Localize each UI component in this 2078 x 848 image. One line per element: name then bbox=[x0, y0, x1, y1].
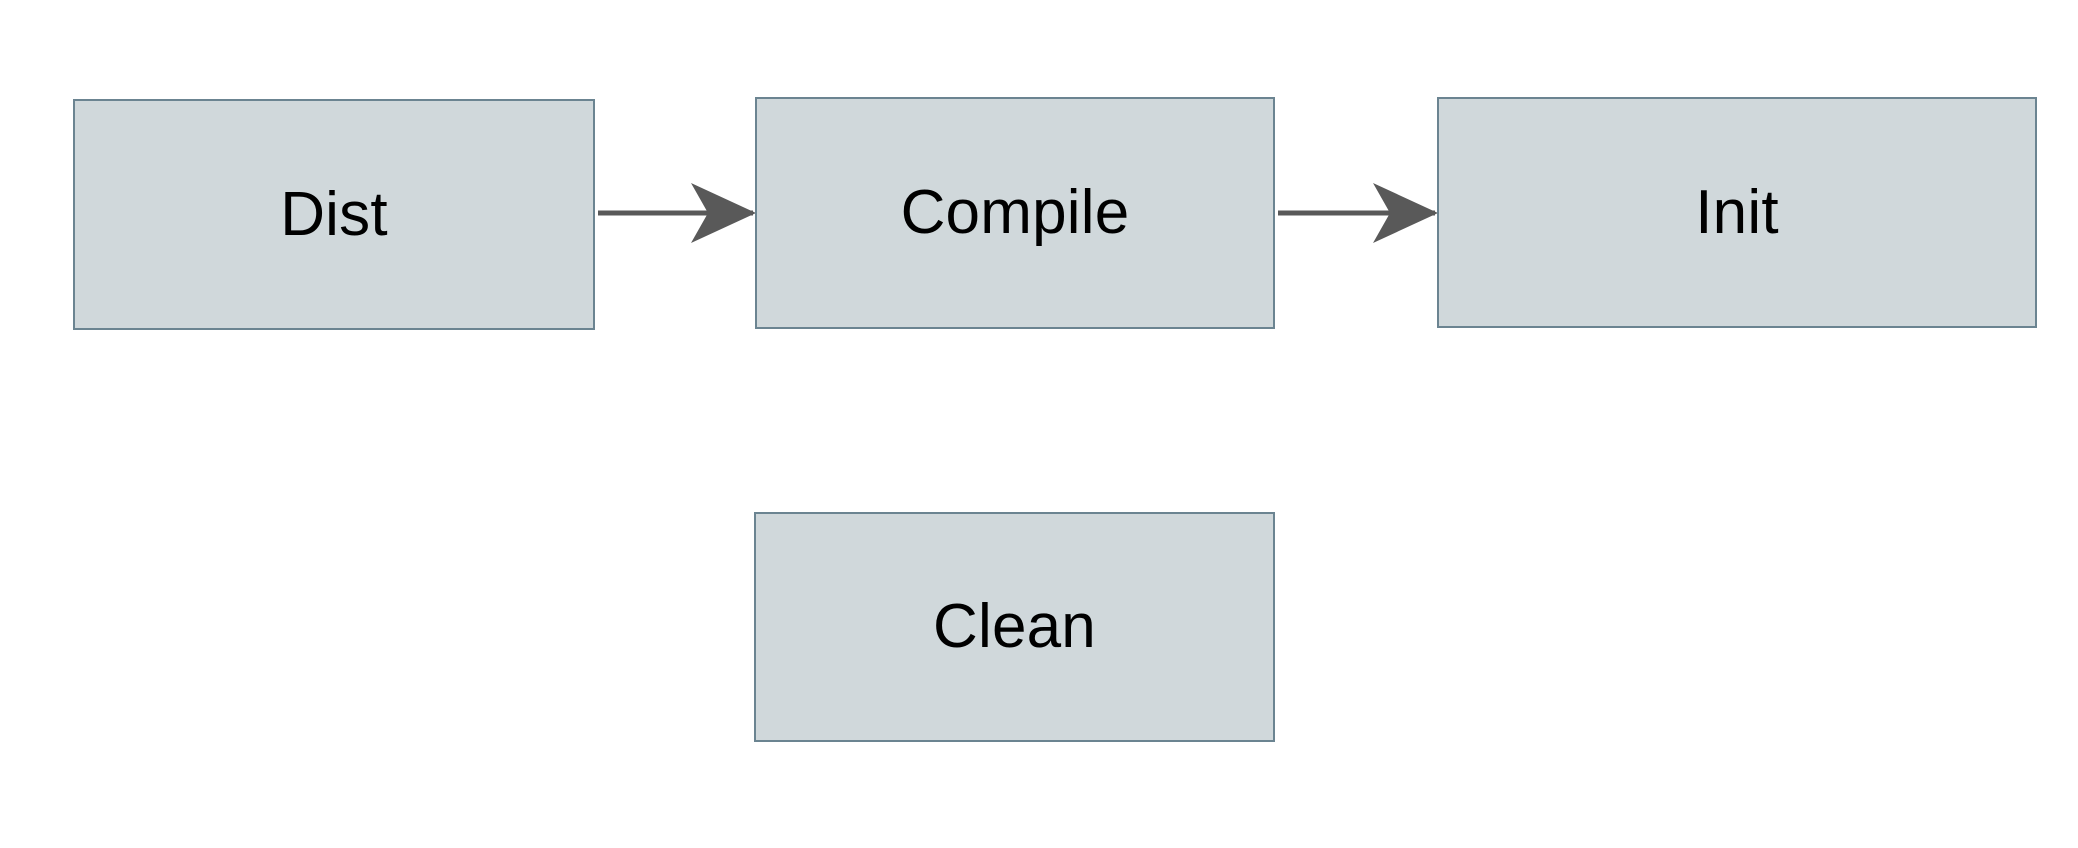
edge-hit-compile-to-init[interactable] bbox=[1278, 196, 1435, 230]
node-clean-label: Clean bbox=[933, 592, 1096, 661]
node-clean[interactable]: Clean bbox=[754, 512, 1275, 742]
node-compile[interactable]: Compile bbox=[755, 97, 1275, 329]
edge-hit-dist-to-compile[interactable] bbox=[598, 196, 753, 230]
node-init-label: Init bbox=[1695, 177, 1779, 247]
node-init[interactable]: Init bbox=[1437, 97, 2037, 328]
node-compile-label: Compile bbox=[900, 178, 1130, 247]
node-dist-label: Dist bbox=[280, 179, 388, 249]
node-dist[interactable]: Dist bbox=[73, 99, 595, 330]
